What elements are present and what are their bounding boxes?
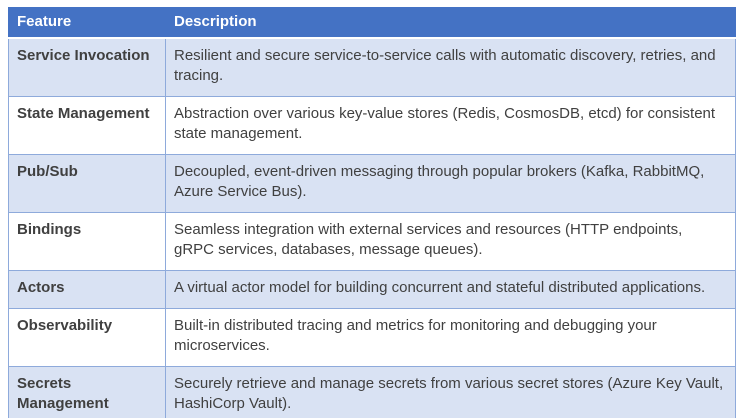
description-cell: Built-in distributed tracing and metrics… bbox=[165, 308, 736, 367]
feature-cell: Pub/Sub bbox=[8, 154, 166, 213]
description-cell: Decoupled, event-driven messaging throug… bbox=[165, 154, 736, 213]
description-cell: Securely retrieve and manage secrets fro… bbox=[165, 366, 736, 418]
feature-cell: Observability bbox=[8, 308, 166, 367]
feature-cell: Secrets Management bbox=[8, 366, 166, 418]
header-row: Feature Description bbox=[8, 7, 736, 39]
feature-cell: Actors bbox=[8, 270, 166, 309]
description-cell: Seamless integration with external servi… bbox=[165, 212, 736, 271]
column-header-description: Description bbox=[165, 7, 736, 39]
description-cell: A virtual actor model for building concu… bbox=[165, 270, 736, 309]
feature-cell: State Management bbox=[8, 96, 166, 155]
description-cell: Resilient and secure service-to-service … bbox=[165, 37, 736, 97]
feature-cell: Bindings bbox=[8, 212, 166, 271]
column-header-feature: Feature bbox=[8, 7, 166, 39]
description-cell: Abstraction over various key-value store… bbox=[165, 96, 736, 155]
feature-cell: Service Invocation bbox=[8, 37, 166, 97]
